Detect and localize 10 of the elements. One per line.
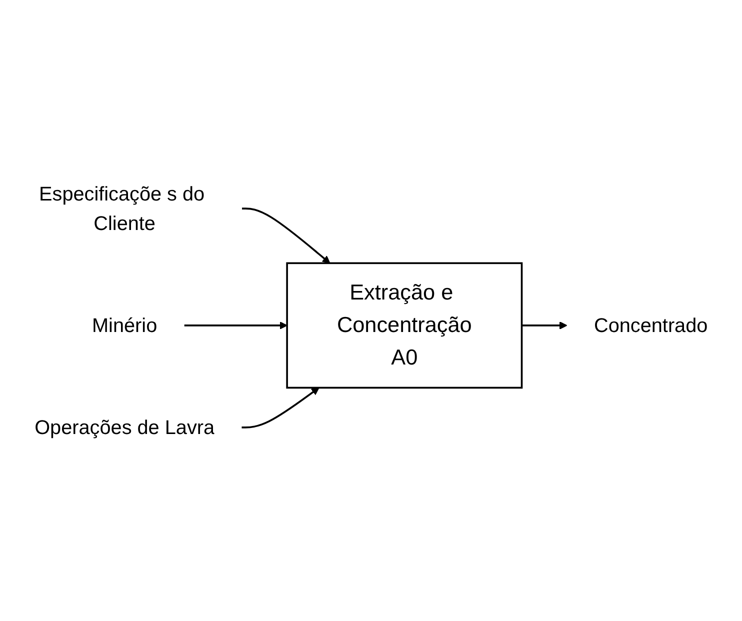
arrow [184, 321, 288, 330]
node-text: Concentrado [594, 314, 708, 337]
arrow [522, 321, 568, 330]
node-text: Minério [92, 314, 158, 337]
arrow [242, 387, 320, 428]
node-text: Operações de Lavra [34, 416, 215, 439]
node-text: Especificaçõe s do Cliente [39, 182, 205, 235]
arrow [242, 208, 330, 264]
diagram: Especificaçõe s do Cliente Minério Extração e Concentração A0 Concentrado Operações de Lavra [0, 158, 742, 464]
node-box [286, 262, 523, 389]
